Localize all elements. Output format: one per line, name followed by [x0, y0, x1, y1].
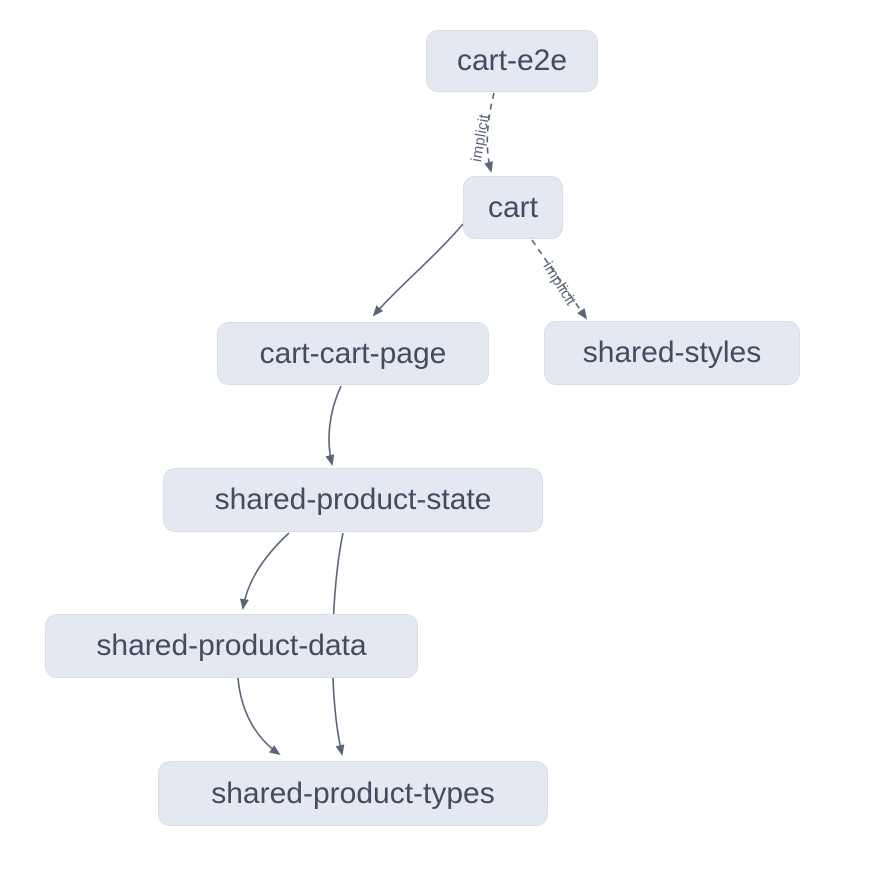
edge-label-implicit-cart-e2e: implicit — [468, 112, 493, 163]
edge-cart-to-shared-styles — [531, 239, 588, 320]
graph-node-cart[interactable]: cart — [463, 176, 563, 239]
edge-cart-e2e-to-cart — [484, 92, 495, 173]
graph-node-shared-product-state[interactable]: shared-product-state — [163, 468, 543, 532]
graph-node-cart-e2e[interactable]: cart-e2e — [426, 30, 598, 92]
edge-label-implicit-shared-styles: implicit — [539, 259, 579, 309]
graph-node-shared-product-data[interactable]: shared-product-data — [45, 614, 418, 678]
edge-cart-to-cart-cart-page — [372, 223, 464, 317]
graph-node-cart-cart-page[interactable]: cart-cart-page — [217, 322, 489, 385]
edge-cart-cart-page-to-shared-product-state — [325, 385, 342, 466]
edge-shared-product-data-to-shared-product-types — [237, 677, 281, 756]
graph-node-shared-product-types[interactable]: shared-product-types — [158, 761, 548, 826]
edge-shared-product-state-to-shared-product-data — [239, 532, 290, 610]
graph-node-shared-styles[interactable]: shared-styles — [544, 321, 800, 385]
